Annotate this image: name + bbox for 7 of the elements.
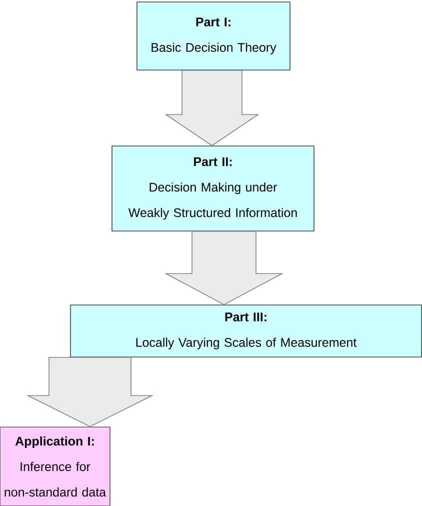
- part-box: Part I: Basic Decision Theory: [136, 2, 290, 70]
- part-box: Application I: Inference for non-standard data: [0, 426, 110, 506]
- block-arrow: [164, 231, 284, 306]
- part-box: Part II: Decision Making under Weakly Structured Information: [112, 146, 314, 232]
- part-box: Part III: Locally Varying Scales of Measurement: [70, 304, 422, 358]
- block-arrow: [26, 357, 154, 428]
- block-arrow: [164, 70, 260, 146]
